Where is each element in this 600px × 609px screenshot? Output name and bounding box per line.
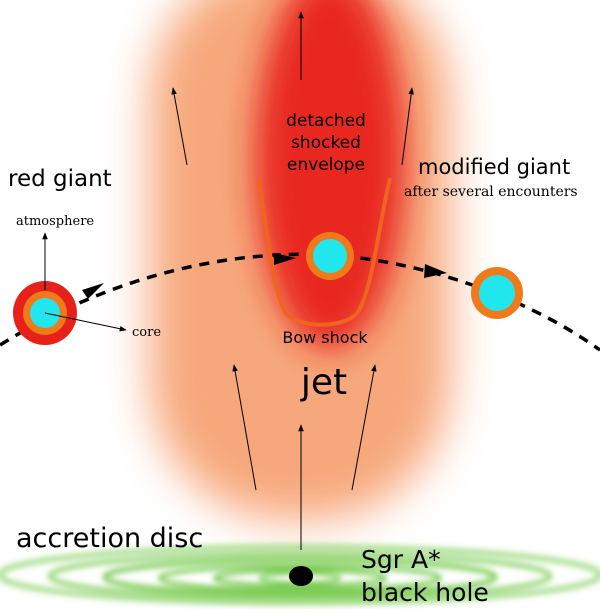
label-modified-giant: modified giant: [418, 155, 570, 179]
orbit-arrow-2: [274, 253, 296, 265]
label-black-hole: black hole: [361, 578, 489, 607]
shocked-star: [306, 232, 354, 280]
modified-giant-star: [471, 267, 523, 319]
jet-arrows: [171, 11, 414, 550]
label-atmosphere: atmosphere: [16, 214, 94, 229]
orbit-arrow-3: [424, 264, 447, 278]
label-bow-shock: Bow shock: [282, 328, 368, 347]
bow-shock-curve: [256, 177, 392, 327]
black-hole: [289, 566, 313, 586]
label-accretion-disc: accretion disc: [16, 523, 203, 554]
label-core: core: [132, 325, 161, 340]
label-sgr-a: Sgr A*: [361, 545, 441, 574]
orbit-arrow-1: [82, 283, 104, 299]
label-envelope: envelope: [287, 155, 365, 175]
detached-shocked-envelope: [255, 0, 405, 350]
label-jet: jet: [300, 362, 347, 403]
label-after-encounters: after several encounters: [404, 184, 578, 200]
core-pointer: [44, 312, 127, 332]
label-red-giant: red giant: [8, 166, 112, 192]
label-detached: detached: [286, 111, 366, 131]
label-shocked: shocked: [291, 133, 361, 153]
